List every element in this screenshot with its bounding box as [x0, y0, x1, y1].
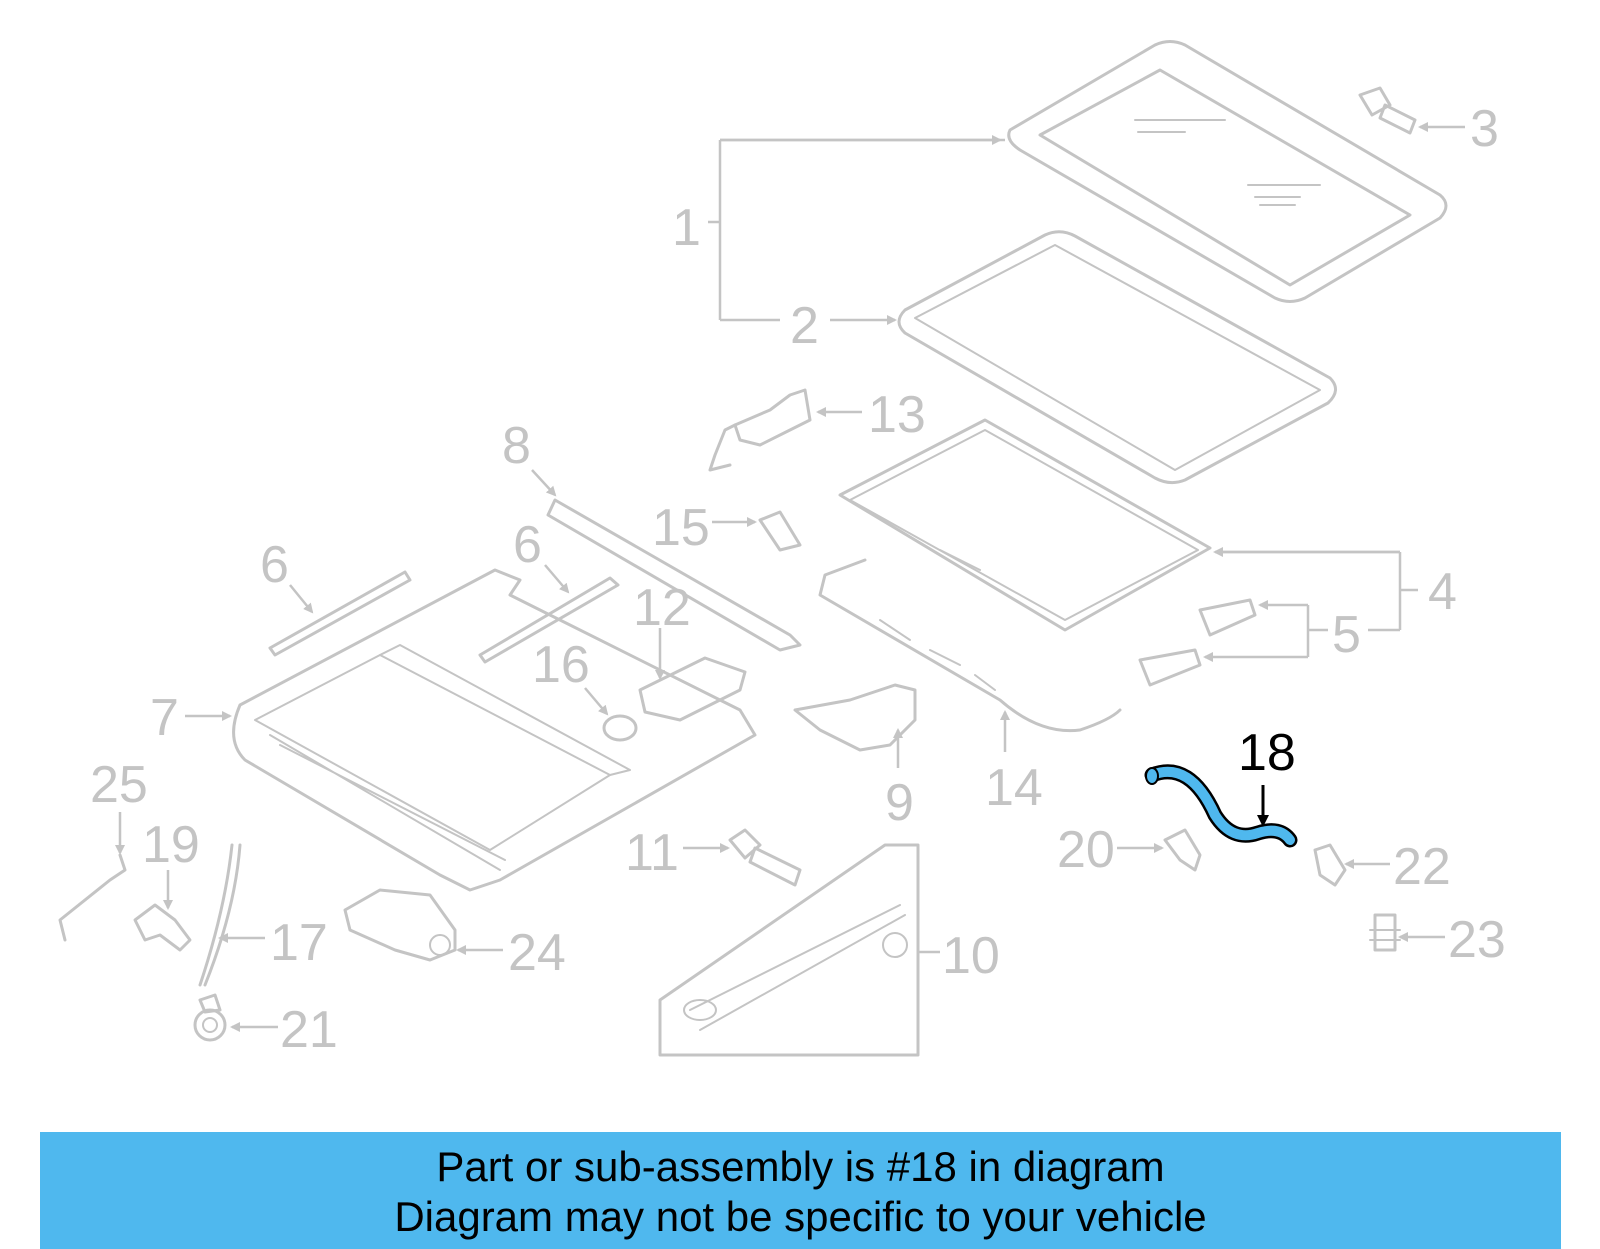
callout-11: 11	[625, 824, 679, 882]
callout-19: 19	[142, 816, 200, 874]
clip-part-20	[1163, 828, 1202, 872]
callout-10: 10	[942, 927, 1000, 985]
glass-seal	[897, 230, 1337, 485]
callout-7: 7	[150, 689, 179, 747]
highlighted-hose-part-18	[1144, 764, 1298, 848]
bolt-part-11	[728, 828, 802, 887]
callout-22: 22	[1393, 838, 1451, 896]
bracket-part-9	[793, 683, 917, 752]
callout-14: 14	[985, 759, 1043, 817]
callout-1: 1	[672, 199, 701, 257]
callout-15: 15	[652, 499, 710, 557]
harness-part-13	[708, 388, 812, 472]
callout-2: 2	[790, 297, 819, 355]
callout-16: 16	[532, 636, 590, 694]
callout-9: 9	[885, 774, 914, 832]
caption-banner: Part or sub-assembly is #18 in diagram D…	[40, 1132, 1561, 1249]
sunroof-motor-part-24	[343, 888, 457, 962]
callout-8: 8	[502, 417, 531, 475]
strip-part-6-left	[268, 570, 412, 657]
bracket-part-12	[638, 656, 747, 722]
callout-13: 13	[868, 386, 926, 444]
callout-6-right: 6	[513, 516, 542, 574]
clip-part-19	[133, 903, 192, 952]
callout-21: 21	[280, 1001, 338, 1059]
callout-6-left: 6	[260, 536, 289, 594]
caption-line-1: Part or sub-assembly is #18 in diagram	[436, 1143, 1165, 1190]
callout-12: 12	[633, 579, 691, 637]
callout-23: 23	[1448, 911, 1506, 969]
drain-hose-part-17	[198, 843, 242, 987]
sunshade-brackets	[1138, 598, 1257, 687]
clip-part-15	[758, 510, 802, 552]
callout-17: 17	[270, 914, 328, 972]
leader-lines	[115, 122, 1465, 1032]
strip-part-6-right	[478, 576, 620, 664]
callout-24: 24	[508, 924, 566, 982]
hose-part-25	[58, 853, 127, 942]
clip-part-22	[1313, 843, 1347, 887]
callout-25: 25	[90, 756, 148, 814]
callout-4: 4	[1428, 563, 1457, 621]
front-trim	[818, 558, 1122, 733]
callout-5: 5	[1332, 606, 1361, 664]
sunroof-frame	[232, 568, 757, 892]
rail-part-8	[546, 498, 802, 652]
callout-20: 20	[1057, 821, 1115, 879]
sunshade	[838, 418, 1212, 632]
plug-part-16	[602, 714, 638, 742]
callout-3: 3	[1470, 100, 1499, 158]
fastener-part-23	[1369, 913, 1401, 952]
bolt-part-3	[1358, 86, 1417, 135]
sunroof-glass-panel	[1007, 40, 1448, 303]
callout-labels: 1 2 3 4 5 6 6 7 8 9 10 11 12 13 14 15 16…	[90, 100, 1506, 1059]
callout-18: 18	[1238, 724, 1296, 782]
caption-line-2: Diagram may not be specific to your vehi…	[394, 1193, 1207, 1240]
grommet-part-21	[193, 993, 227, 1042]
drain-tube-kit-part-10	[658, 843, 920, 1057]
